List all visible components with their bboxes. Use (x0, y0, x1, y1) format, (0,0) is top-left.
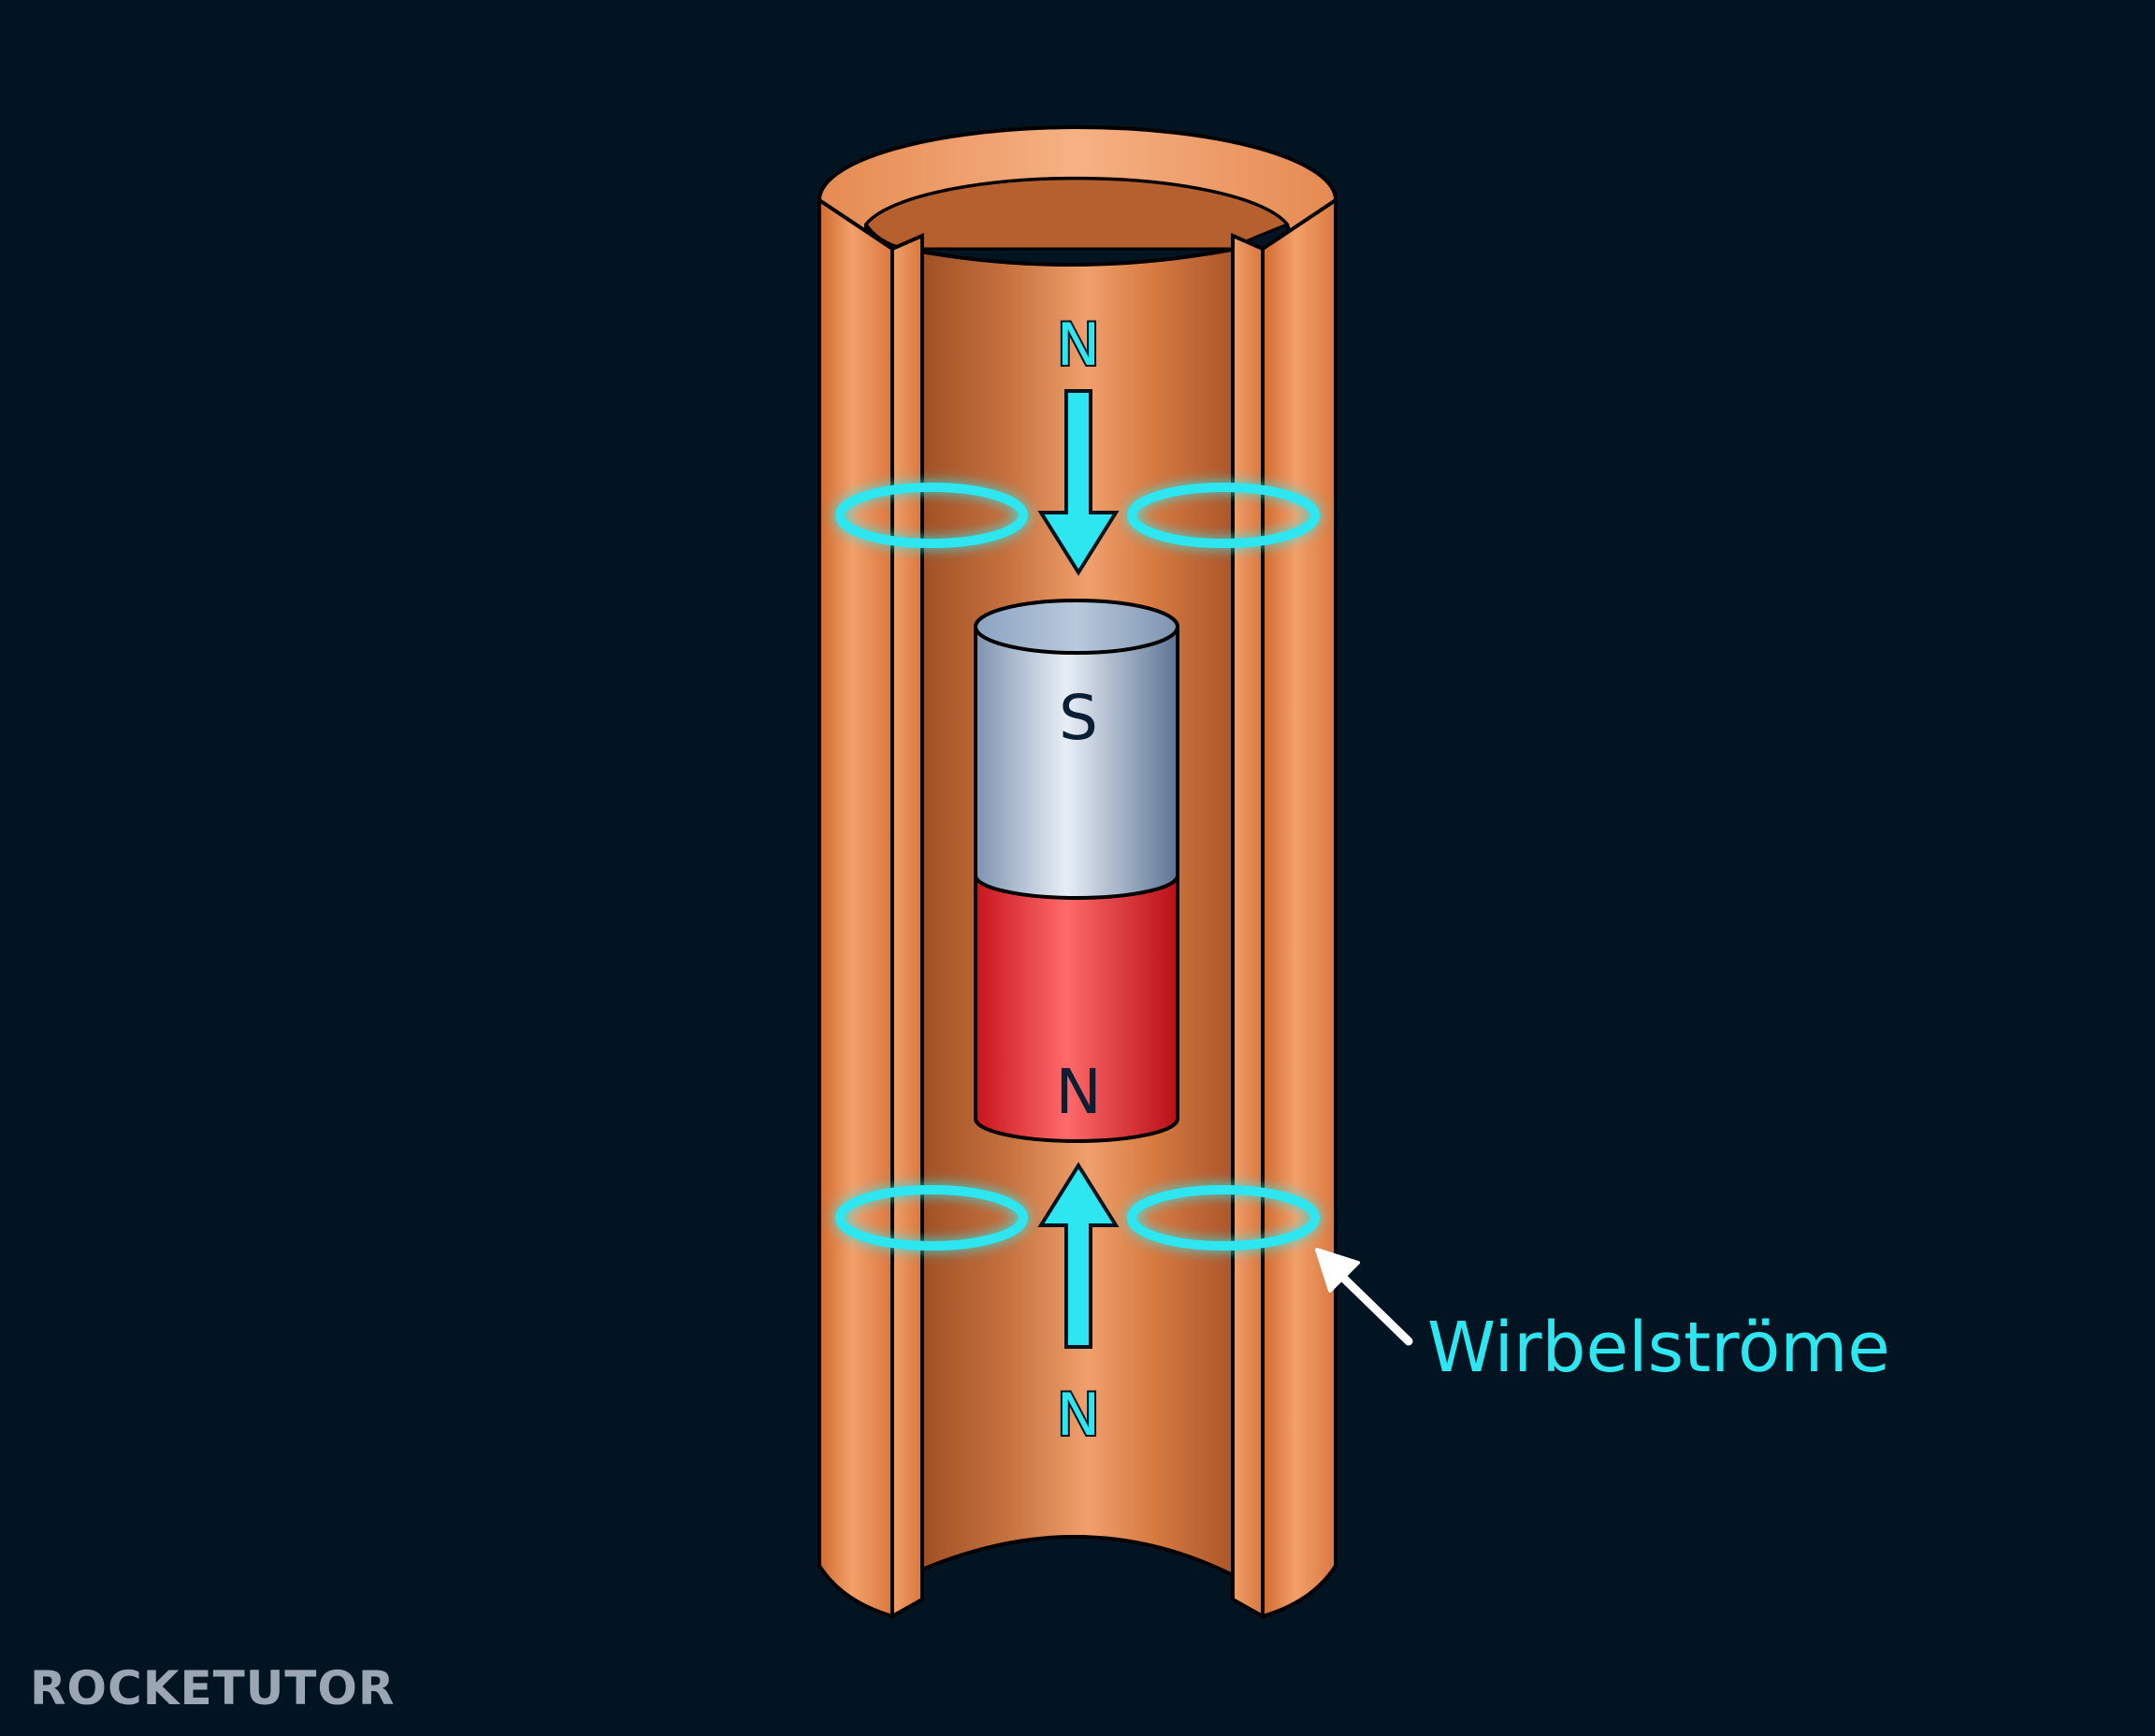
eddy-currents (835, 483, 1320, 1251)
rocketutor-logo: ROCKETUTOR (30, 1661, 395, 1715)
copper-pipe (817, 125, 1338, 1620)
rocketutor-logo-text: ROCKETUTOR (30, 1661, 395, 1715)
magnet-top-face (974, 599, 1179, 655)
magnet-north-label: N (1055, 1056, 1101, 1128)
eddy-current-label: Wirbelströme (1427, 1308, 1890, 1388)
magnet-south-label: S (1059, 682, 1098, 754)
eddy-current-loop (1127, 483, 1320, 548)
eddy-current-loop (835, 1185, 1028, 1251)
field-arrows: N N (1037, 309, 1120, 1451)
bar-magnet: S N (974, 599, 1179, 1143)
eddy-current-loop (835, 483, 1028, 548)
magnet-south-half (974, 625, 1179, 900)
field-label-top: N (1057, 311, 1100, 379)
field-label-bottom: N (1057, 1381, 1100, 1449)
eddy-current-loop (1127, 1185, 1320, 1251)
eddy-current-callout: Wirbelströme (1315, 1248, 1890, 1388)
eddy-pointer-line (1335, 1269, 1413, 1346)
pipe-left-outer-wall (817, 196, 894, 1619)
magnet-north-half (974, 874, 1179, 1143)
arrow-up-icon (1037, 1162, 1120, 1349)
pipe-right-outer-wall (1261, 196, 1338, 1619)
pipe-left-cut-edge (890, 232, 924, 1620)
arrow-down-icon (1037, 389, 1120, 576)
eddy-pointer-arrowhead-icon (1315, 1248, 1360, 1293)
pipe-right-cut-edge (1231, 232, 1265, 1620)
